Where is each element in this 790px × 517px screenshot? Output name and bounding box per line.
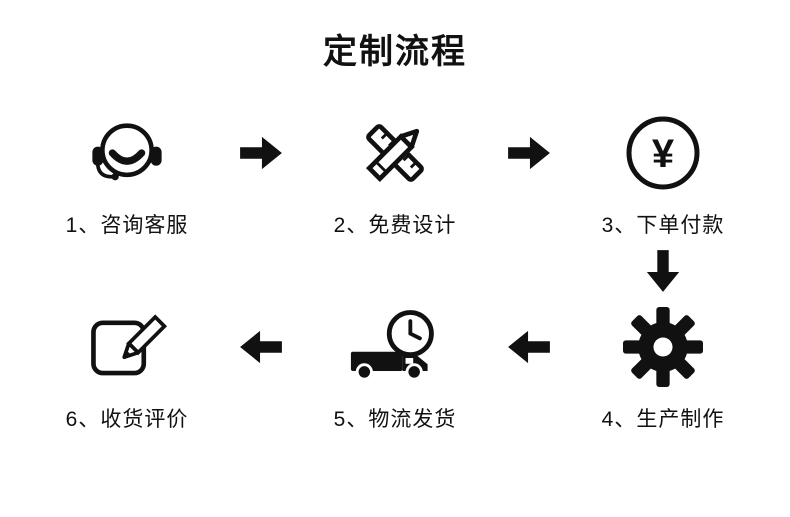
page-title: 定制流程 bbox=[323, 33, 467, 71]
gear-icon bbox=[623, 303, 703, 391]
step-label: 1、咨询客服 bbox=[65, 214, 189, 237]
arrow-left-icon bbox=[489, 303, 569, 391]
pencil-ruler-icon bbox=[353, 109, 437, 197]
step-label: 3、下单付款 bbox=[601, 214, 725, 237]
arrow-left-icon bbox=[221, 303, 301, 391]
step-label: 6、收货评价 bbox=[65, 408, 189, 431]
headset-icon bbox=[86, 109, 168, 197]
yen-symbol: ¥ bbox=[652, 132, 675, 176]
yen-circle-icon: ¥ bbox=[624, 109, 702, 197]
step-label: 4、生产制作 bbox=[601, 408, 725, 431]
note-pencil-icon bbox=[86, 303, 168, 391]
step-label: 2、免费设计 bbox=[333, 214, 457, 237]
arrow-right-icon bbox=[221, 109, 301, 197]
step-1-consult: 1、咨询客服 bbox=[33, 109, 221, 239]
step-label: 5、物流发货 bbox=[333, 408, 457, 431]
step-3-pay: ¥ 3、下单付款 bbox=[569, 109, 757, 239]
truck-clock-icon bbox=[349, 303, 441, 391]
step-4-production: 4、生产制作 bbox=[569, 303, 757, 433]
arrow-right-icon bbox=[489, 109, 569, 197]
step-5-shipping: 5、物流发货 bbox=[301, 303, 489, 433]
arrow-down-icon bbox=[569, 239, 757, 303]
step-2-design: 2、免费设计 bbox=[301, 109, 489, 239]
process-flow-diagram: 1、咨询客服 bbox=[33, 109, 757, 433]
step-6-review: 6、收货评价 bbox=[33, 303, 221, 433]
